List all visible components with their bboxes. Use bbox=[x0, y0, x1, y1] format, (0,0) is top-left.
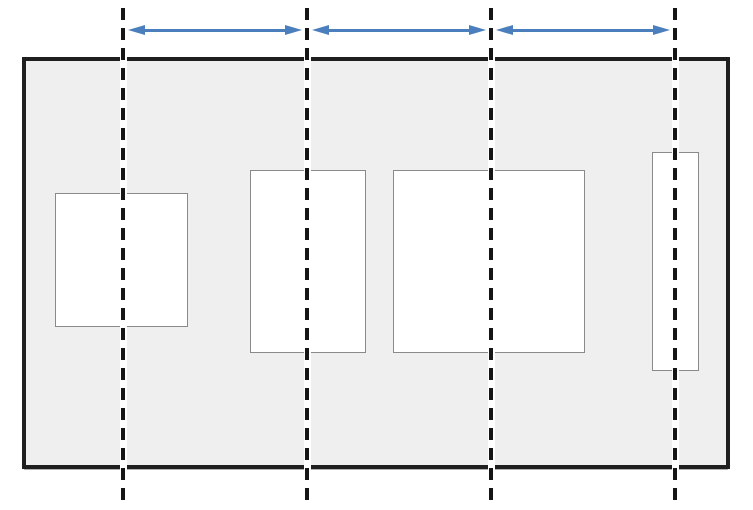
span-arrow-3-shaft bbox=[511, 28, 655, 32]
guide-line-3-dashes bbox=[489, 8, 493, 500]
span-arrow-2-left-arrowhead-icon bbox=[312, 25, 329, 35]
span-arrow-3 bbox=[496, 25, 670, 35]
span-arrow-1-right-arrowhead-icon bbox=[285, 25, 302, 35]
span-arrow-1 bbox=[128, 25, 302, 35]
span-arrow-2-right-arrowhead-icon bbox=[469, 25, 486, 35]
guide-line-2 bbox=[303, 8, 311, 500]
guide-line-3 bbox=[487, 8, 495, 500]
span-arrow-3-right-arrowhead-icon bbox=[653, 25, 670, 35]
span-arrow-1-left-arrowhead-icon bbox=[128, 25, 145, 35]
guide-line-4 bbox=[671, 8, 679, 500]
span-arrow-2 bbox=[312, 25, 486, 35]
guide-line-1-dashes bbox=[121, 8, 125, 500]
span-arrow-3-left-arrowhead-icon bbox=[496, 25, 513, 35]
guide-line-1 bbox=[119, 8, 127, 500]
span-arrow-1-shaft bbox=[143, 28, 287, 32]
guide-line-4-dashes bbox=[673, 8, 677, 500]
guide-line-2-dashes bbox=[305, 8, 309, 500]
span-arrow-2-shaft bbox=[327, 28, 471, 32]
